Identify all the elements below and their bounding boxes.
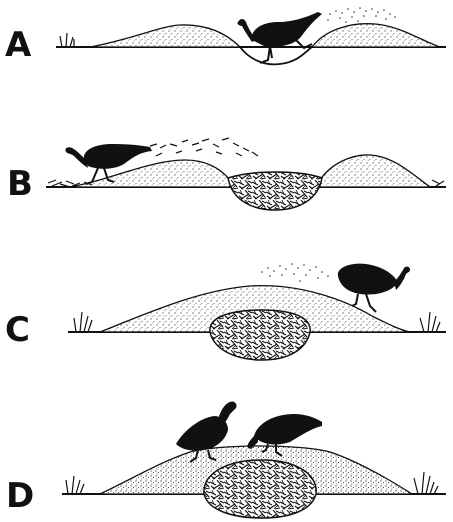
panel-d: D: [6, 401, 446, 518]
sand-mound: [320, 155, 430, 187]
panel-letter-b: B: [7, 164, 33, 204]
excavation-pit: [240, 47, 312, 64]
sand-mound: [90, 25, 240, 47]
sand-mound: [312, 24, 440, 47]
grass-tuft: [420, 312, 440, 332]
panel-letter-c: C: [5, 310, 30, 350]
grass-tuft: [74, 312, 92, 332]
grass-tuft: [66, 476, 84, 494]
sand-spray: [261, 263, 329, 282]
panel-b: B: [7, 138, 446, 210]
leaf-litter-pit: [228, 172, 322, 210]
panel-c: C: [5, 263, 446, 360]
litter-spray: [140, 138, 258, 156]
grass-tuft: [414, 472, 438, 494]
panel-letter-d: D: [6, 476, 34, 516]
grass-tuft: [60, 33, 74, 47]
leaf-litter-core: [210, 310, 310, 360]
panel-a: A: [5, 7, 446, 65]
sand-spray: [327, 7, 396, 23]
bird-silhouette: [237, 12, 322, 63]
panel-letter-a: A: [5, 25, 32, 65]
leaf-litter-core: [204, 460, 316, 518]
